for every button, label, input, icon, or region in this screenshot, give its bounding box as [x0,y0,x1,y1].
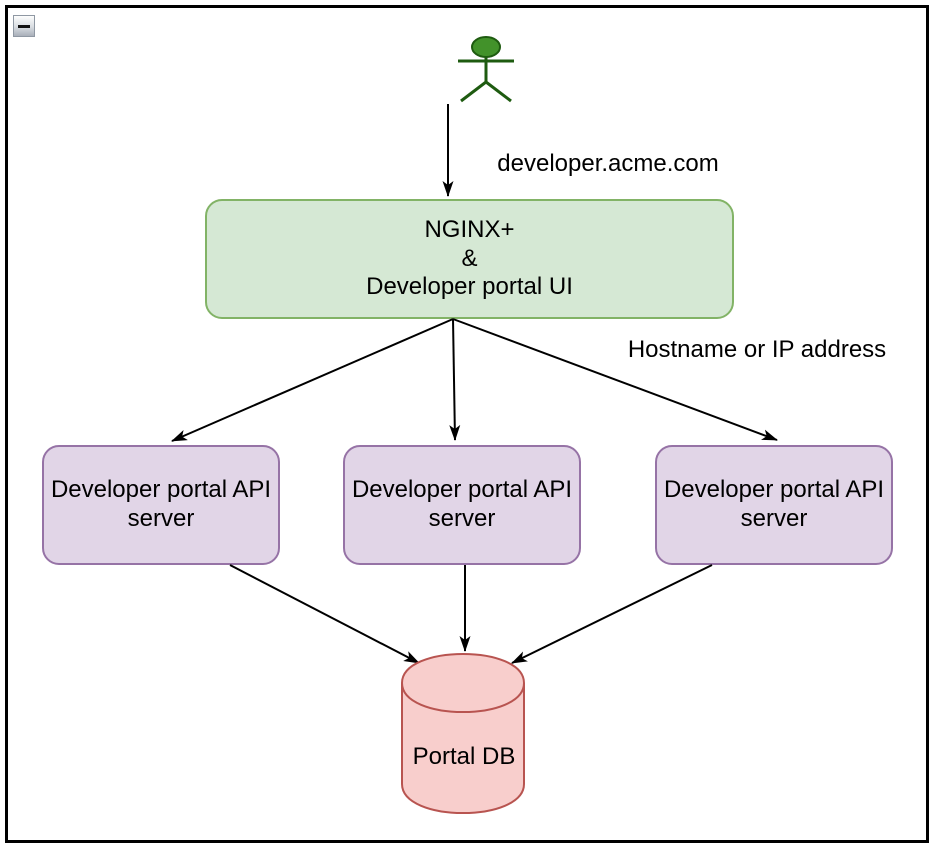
node-nginx-developer-portal-ui[interactable]: NGINX+ & Developer portal UI [205,199,734,319]
node-api-server-3[interactable]: Developer portal API server [655,445,893,565]
diagram-frame-border [5,5,929,843]
minus-icon [18,24,30,28]
node-api-server-1[interactable]: Developer portal API server [42,445,280,565]
node-nginx-label: NGINX+ & Developer portal UI [366,215,573,301]
node-api-server-1-label: Developer portal API server [50,476,272,532]
edge-label-routing[interactable]: Hostname or IP address [625,336,889,364]
node-portal-db-label: Portal DB [412,743,516,770]
node-api-server-2-label: Developer portal API server [351,476,573,532]
edge-label-domain[interactable]: developer.acme.com [495,150,721,178]
collapse-button[interactable] [13,15,35,37]
node-api-server-3-label: Developer portal API server [663,476,885,532]
node-api-server-2[interactable]: Developer portal API server [343,445,581,565]
